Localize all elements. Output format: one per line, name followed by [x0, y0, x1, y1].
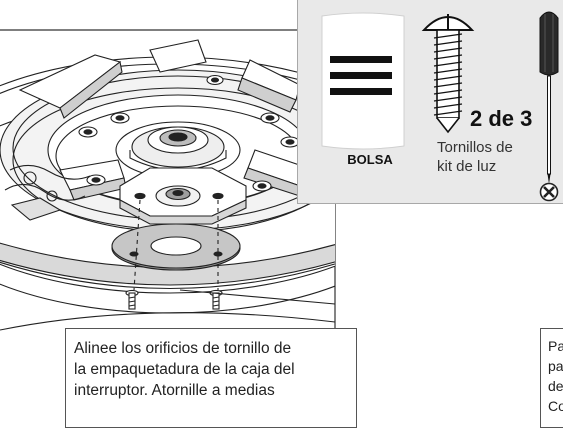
quantity-label: 2 de 3: [470, 106, 533, 131]
alignment-lines: [133, 199, 219, 291]
switch-housing-plate: [119, 167, 247, 225]
side-note-line: pa: [548, 358, 563, 374]
side-note-line: Pa: [548, 338, 563, 354]
install-screws: [125, 289, 223, 310]
bag-icon: [321, 12, 405, 150]
gasket-ring: [111, 223, 241, 271]
instruction-text-box: Alinee los orificios de tornillo de la e…: [65, 328, 357, 428]
side-note-line: Co: [548, 398, 563, 414]
phillips-head-icon: [539, 182, 559, 202]
bracket-arms: [18, 39, 321, 201]
instruction-line: Alinee los orificios de tornillo de: [74, 340, 292, 357]
phillips-screwdriver-icon: [539, 11, 559, 184]
internal-detail: [4, 164, 91, 221]
screw-caption-line: Tornillos de: [437, 139, 513, 156]
lower-edges: [0, 289, 335, 331]
fan-assembly-illustration: [0, 29, 336, 415]
screw-icon: [421, 14, 475, 134]
center-hub: [115, 121, 241, 179]
side-note-line: de: [548, 378, 563, 394]
screw-caption-line: kit de luz: [437, 158, 497, 175]
instruction-line: interruptor. Atornille a medias: [74, 382, 275, 399]
instruction-line: la empaquetadura de la caja del: [74, 361, 295, 378]
bag-label: BOLSA: [347, 152, 393, 167]
screw-caption: Tornillos de kit de luz: [437, 138, 537, 176]
ring-holes: [78, 74, 300, 192]
side-note-box: Pa pa de Co: [540, 328, 563, 428]
